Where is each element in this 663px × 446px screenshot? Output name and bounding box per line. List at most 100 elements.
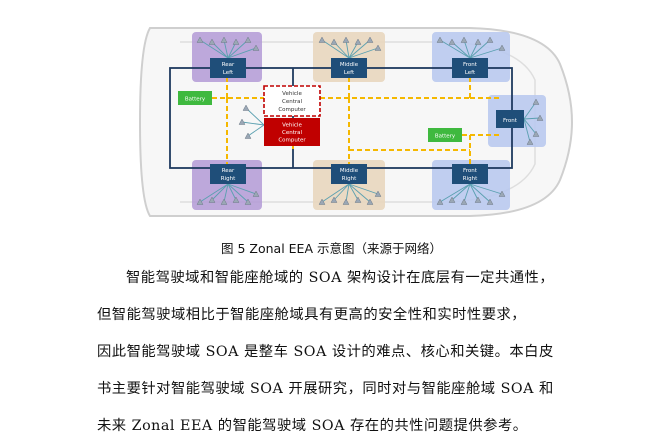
sensor-cable xyxy=(247,124,265,137)
power-lines xyxy=(212,62,500,175)
vehicle-central-computer-backup: Vehicle Central Computer xyxy=(263,85,321,117)
sensor-icon xyxy=(436,198,444,205)
sensor-icon xyxy=(318,36,326,43)
svg-text:Computer: Computer xyxy=(278,107,306,113)
sensor-cable xyxy=(439,183,471,203)
sensor-icon xyxy=(342,36,350,43)
sensor-icon xyxy=(498,190,506,197)
paragraph-line: 未来 Zonal EEA 的智能驾驶域 SOA 存在的共性问题提供参考。 xyxy=(97,418,528,434)
sensor-icon xyxy=(242,104,250,111)
svg-text:Front: Front xyxy=(463,62,478,68)
sensor-cable xyxy=(241,121,265,126)
sensor-cable xyxy=(348,183,371,203)
svg-text:Central: Central xyxy=(282,130,302,136)
sensor-icon xyxy=(366,36,374,43)
sensor-cable xyxy=(451,183,471,201)
svg-text:Front: Front xyxy=(503,118,518,124)
svg-text:Left: Left xyxy=(223,70,234,76)
sensor-cable xyxy=(245,107,265,126)
sensor-cable xyxy=(199,183,229,203)
sensor-cable xyxy=(321,183,350,203)
svg-text:Middle: Middle xyxy=(340,168,359,174)
svg-text:Central: Central xyxy=(282,99,302,105)
sensor-icon xyxy=(448,196,456,203)
sensor-icon xyxy=(220,198,228,205)
sensor-icon xyxy=(474,38,482,45)
paragraph-line: 因此智能驾驶域 SOA 是整车 SOA 设计的难点、核心和关键。本白皮 xyxy=(97,344,554,360)
paragraph-line: 但智能驾驶域相比于智能座舱域具有更高的安全性和实时性要求， xyxy=(97,307,527,323)
sensor-icon xyxy=(474,196,482,203)
zone-controller-rear-left: Rear Left xyxy=(210,58,246,78)
sensor-icon xyxy=(232,196,240,203)
sensor-icon xyxy=(232,38,240,45)
svg-text:Battery: Battery xyxy=(435,134,456,140)
sensor-cable xyxy=(211,183,229,201)
sensor-cable xyxy=(227,47,257,59)
sensor-icon xyxy=(448,38,456,45)
svg-text:Rear: Rear xyxy=(222,62,235,68)
sensor-cable xyxy=(348,183,379,195)
svg-text:Left: Left xyxy=(344,70,355,76)
sensor-icon xyxy=(196,36,204,43)
svg-text:Vehicle: Vehicle xyxy=(282,91,302,97)
svg-text:Right: Right xyxy=(221,176,236,182)
svg-text:Rear: Rear xyxy=(222,168,235,174)
sensor-cable xyxy=(463,183,471,203)
svg-text:Battery: Battery xyxy=(185,97,206,103)
zone-controller-middle-right: Middle Right xyxy=(331,164,367,184)
svg-text:Right: Right xyxy=(463,176,478,182)
zone-controller-front-left: Front Left xyxy=(452,58,488,78)
sensor-cable xyxy=(523,117,541,120)
sensor-cable xyxy=(199,39,229,59)
sensor-cable xyxy=(469,39,491,59)
sensor-cable xyxy=(523,118,531,143)
zone-controller-front: Front xyxy=(496,110,524,128)
sensor-icon xyxy=(374,44,382,51)
battery-left: Battery xyxy=(178,91,212,105)
sensor-icon xyxy=(208,38,216,45)
sensor-icon xyxy=(354,196,362,203)
sensor-icon xyxy=(486,198,494,205)
figure-caption: 图 5 Zonal EEA 示意图（来源于网络） xyxy=(221,241,442,256)
sensor-icon xyxy=(366,198,374,205)
sensor-icon xyxy=(486,36,494,43)
sensor-icon xyxy=(342,198,350,205)
svg-text:Vehicle: Vehicle xyxy=(282,123,302,129)
sensor-icon xyxy=(196,198,204,205)
sensor-icon xyxy=(460,36,468,43)
sensor-icon xyxy=(252,44,260,51)
sensor-cable xyxy=(223,183,229,203)
sensor-cable xyxy=(469,183,491,203)
sensor-cable xyxy=(469,183,503,195)
svg-text:Middle: Middle xyxy=(340,62,359,68)
sensor-cable xyxy=(223,39,229,59)
sensor-icon xyxy=(460,198,468,205)
sensor-icon xyxy=(532,98,540,105)
sensor-cable xyxy=(227,183,249,203)
sensor-cable xyxy=(523,101,537,120)
sensor-icon xyxy=(536,114,544,121)
sensor-icon xyxy=(526,138,534,145)
sensor-icon xyxy=(436,36,444,43)
sensor-cable xyxy=(345,183,350,203)
svg-text:Front: Front xyxy=(463,168,478,174)
sensor-cable xyxy=(348,183,359,201)
svg-text:Right: Right xyxy=(342,176,357,182)
sensor-cable xyxy=(469,183,479,201)
sensor-cable xyxy=(523,118,537,135)
sensor-cable xyxy=(348,47,379,59)
sensor-cable xyxy=(439,39,471,59)
sensor-cable xyxy=(469,47,503,59)
battery-right: Battery xyxy=(428,128,462,142)
zone-controller-middle-left: Middle Left xyxy=(331,58,367,78)
sensor-cable xyxy=(463,39,471,59)
zone-controller-rear-right: Rear Right xyxy=(210,164,246,184)
sensor-icon xyxy=(220,36,228,43)
zonal-eea-diagram: Rear Left Middle Left Front Left Rear Ri… xyxy=(138,27,574,217)
sensor-icon xyxy=(244,132,252,139)
zone-controller-front-right: Front Right xyxy=(452,164,488,184)
sensor-icon xyxy=(498,44,506,51)
paragraph-line: 书主要针对智能驾驶域 SOA 开展研究，同时对与智能座舱域 SOA 和 xyxy=(97,381,554,397)
sensor-icon xyxy=(330,38,338,45)
